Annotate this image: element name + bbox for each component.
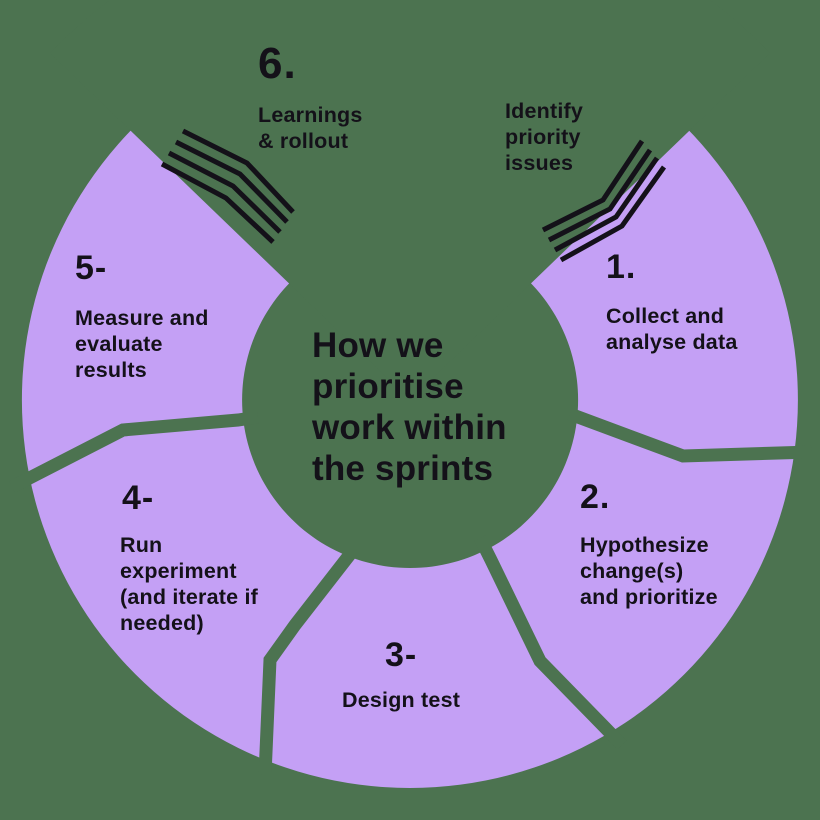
step-3-label: Design test <box>342 688 461 712</box>
hatch-line <box>559 165 667 263</box>
step-2-label: Hypothesize change(s) and prioritize <box>580 533 718 609</box>
step-1-label: Collect and analyse data <box>606 304 738 354</box>
step-4-number: 4- <box>122 479 155 517</box>
hatch-line <box>541 139 645 233</box>
top-opening <box>50 0 770 400</box>
segment-gaps <box>9 407 813 776</box>
step-4-label: Run experiment (and iterate if needed) <box>120 533 258 635</box>
hatch-marks-end <box>160 128 295 244</box>
hatch-line <box>181 128 295 214</box>
segment-gap-4-5 <box>9 410 259 493</box>
step-6-label: Learnings & rollout <box>258 103 363 153</box>
step-1-number: 1. <box>606 248 637 286</box>
step-5-number: 5- <box>75 249 108 287</box>
center-title: How we prioritise work within the sprint… <box>312 326 507 488</box>
hatch-line <box>167 150 282 234</box>
segment-gap-2-3 <box>474 535 627 750</box>
hatch-line <box>553 156 660 253</box>
segment-gap-3-4 <box>258 540 364 776</box>
start-note: Identify priority issues <box>505 99 584 175</box>
step-6-number: 6. <box>258 39 297 88</box>
hatch-line <box>174 139 289 224</box>
step-5-label: Measure and evaluate results <box>75 306 209 382</box>
hatch-line <box>160 161 275 244</box>
segment-gap-1-2 <box>567 407 813 463</box>
step-2-number: 2. <box>580 478 611 516</box>
step-3-number: 3- <box>385 636 418 674</box>
hatch-marks-start <box>541 139 667 263</box>
hatch-line <box>547 148 653 243</box>
